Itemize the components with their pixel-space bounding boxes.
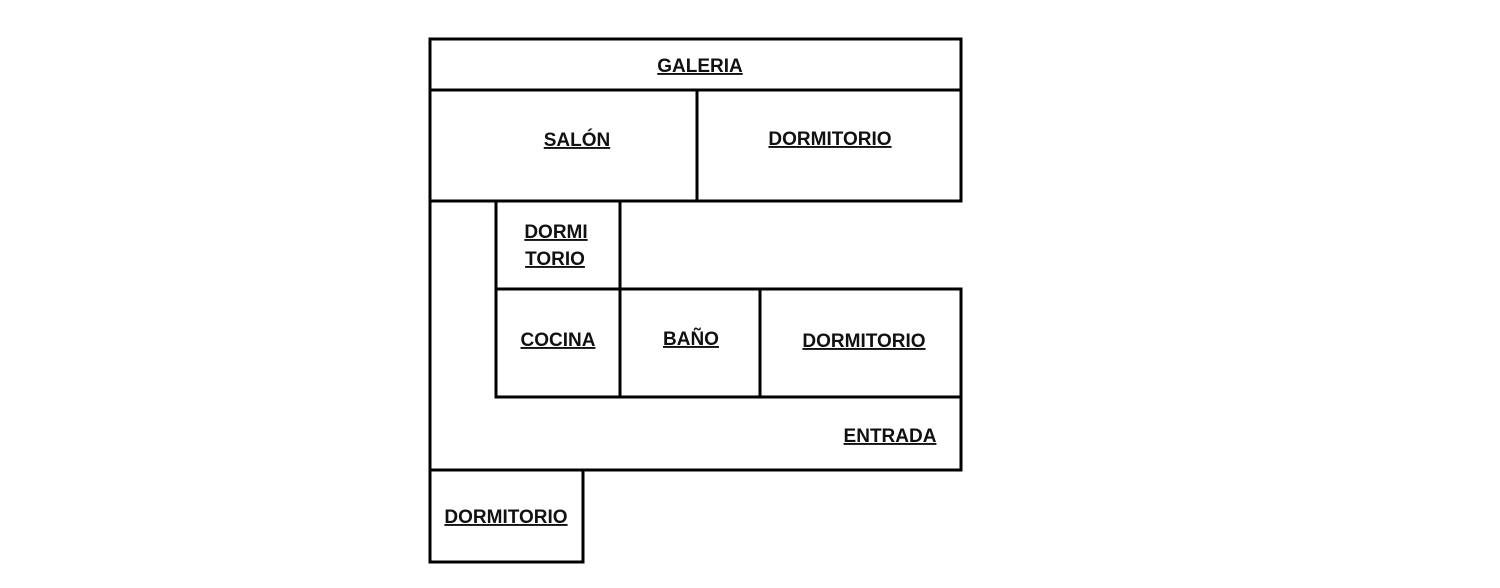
cocina-label: COCINA (521, 330, 596, 351)
room-labels: GALERIA SALÓN DORMITORIO DORMI TORIO COC… (444, 56, 936, 528)
dormitorio-mid-room (758, 287, 963, 399)
bano-label: BAÑO (663, 328, 719, 350)
dormitorio-mid-label: DORMITORIO (802, 331, 925, 352)
galeria-label: GALERIA (657, 56, 743, 77)
dormitorio-bottom-room (428, 468, 585, 564)
dormitorio-small-label-line1: DORMI (524, 222, 587, 243)
entrada-label: ENTRADA (844, 426, 937, 447)
dormitorio-top-room (695, 88, 963, 203)
walls (428, 37, 963, 564)
dormitorio-small-room (494, 199, 622, 291)
dormitorio-small-label-line2: TORIO (525, 249, 585, 270)
dormitorio-bottom-label: DORMITORIO (444, 507, 567, 528)
salon-label: SALÓN (544, 129, 611, 151)
dormitorio-top-label: DORMITORIO (768, 129, 891, 150)
